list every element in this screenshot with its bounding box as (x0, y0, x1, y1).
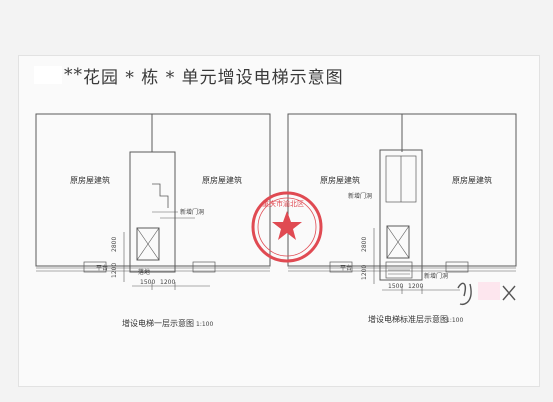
left-note-door: 新增门洞 (180, 208, 204, 216)
title-text: 花园 * 栋 * 单元增设电梯示意图 (83, 67, 344, 88)
left-room-label-2: 原房屋建筑 (202, 175, 242, 185)
left-dim-v1: 2800 (111, 237, 118, 252)
left-note-ground: 落地 (138, 268, 150, 276)
official-seal: 重庆市渝北区 (251, 191, 323, 263)
right-note-door-2: 新增门洞 (424, 272, 448, 280)
right-dim-v1: 2800 (361, 237, 368, 252)
right-plan-caption: 增设电梯标准层示意图 (368, 314, 448, 324)
drawing-sheet (18, 55, 540, 387)
right-dim-v2: 1200 (361, 265, 368, 280)
left-dim-b2: 1200 (160, 279, 175, 286)
redaction-box (34, 66, 62, 84)
right-dim-b2: 1200 (408, 283, 423, 290)
left-room-label-1: 原房屋建筑 (70, 175, 110, 185)
title-prefix: ** (64, 65, 83, 85)
right-room-label-2: 原房屋建筑 (452, 175, 492, 185)
right-dim-b1: 1500 (388, 283, 403, 290)
left-dim-b1: 1500 (140, 279, 155, 286)
left-plan-scale: 1:100 (196, 321, 213, 328)
right-room-label-1: 原房屋建筑 (320, 175, 360, 185)
right-plan-scale: 1:100 (446, 317, 463, 324)
right-elevator-shaft (379, 149, 423, 281)
left-plan-caption: 增设电梯一层示意图 (122, 318, 194, 328)
left-dim-v2: 1200 (111, 263, 118, 278)
seal-text: 重庆市渝北区 (262, 199, 304, 208)
signature (457, 282, 516, 306)
drawing-title: ** 花园 * 栋 * 单元增设电梯示意图 (34, 62, 344, 88)
left-plan-outline (35, 113, 271, 267)
right-elevator-car (386, 225, 410, 259)
left-note-platform: 平台 (96, 264, 108, 272)
left-elevator-car (136, 227, 160, 261)
right-note-platform: 平台 (340, 264, 352, 272)
right-note-door-1: 新增门洞 (348, 192, 372, 200)
